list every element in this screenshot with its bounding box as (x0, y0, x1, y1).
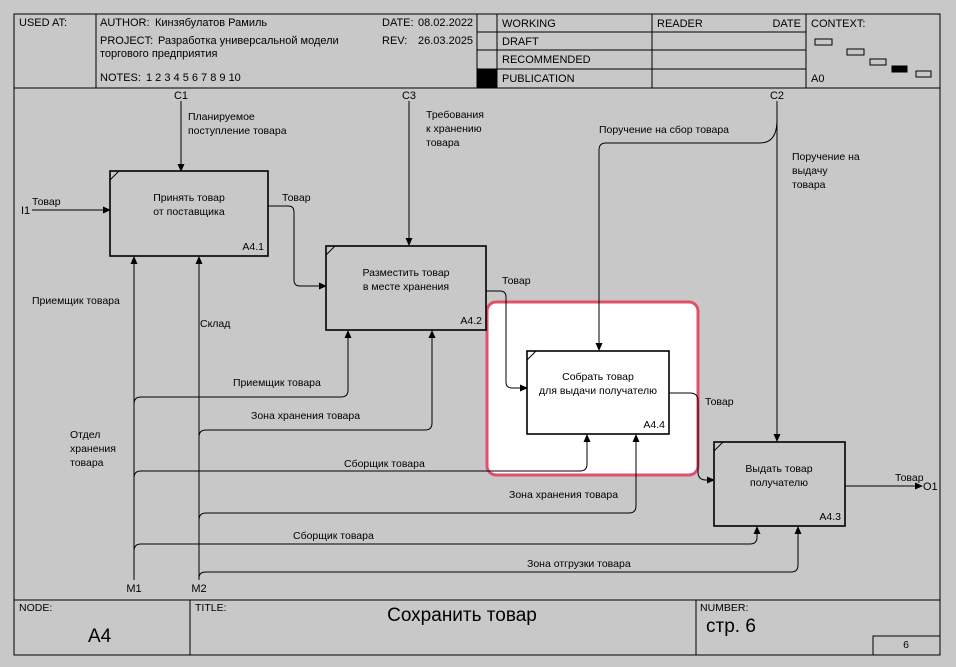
label-m-sborshik2: Сборщик товара (293, 530, 374, 542)
activity-box-a41[interactable]: Принять товар от поставщика A4.1 (109, 170, 269, 257)
node-label: NODE: (19, 602, 52, 614)
reader-date-label: DATE (772, 18, 801, 30)
used-at-label: USED AT: (19, 17, 67, 29)
arrow-m2-a44 (198, 434, 640, 521)
notes-value: 1 2 3 4 5 6 7 8 9 10 (146, 72, 241, 84)
label-c1-line1: Планируемое (188, 111, 255, 123)
project-line2: торгового предприятия (100, 48, 218, 60)
label-c3-line3: товара (426, 137, 460, 149)
box-a41-title-line1: Принять товар (153, 192, 225, 204)
activity-box-a42[interactable]: Разместить товар в месте хранения A4.2 (325, 245, 487, 331)
label-c3-line1: Требования (426, 109, 484, 121)
number-value: стр. 6 (706, 616, 756, 637)
notes-label: NOTES: (100, 72, 141, 84)
tunnel-o1: O1 (923, 481, 938, 493)
label-c2-vyd-line3: товара (792, 179, 826, 191)
label-c3-line2: к хранению (426, 123, 482, 135)
tunnel-c3: C3 (402, 90, 416, 102)
tunnel-m2: M2 (191, 583, 206, 595)
author-label: AUTHOR: (100, 17, 150, 29)
project-line1: Разработка универсальной модели (158, 35, 339, 47)
box-a42-title-line1: Разместить товар (362, 267, 449, 279)
node-value: A4 (88, 626, 112, 647)
label-c2-sbor: Поручение на сбор товара (599, 124, 729, 136)
label-m-zona-hran: Зона хранения товара (251, 410, 360, 422)
status-working: WORKING (502, 18, 556, 30)
publication-marker (477, 69, 497, 88)
label-i1-tovar: Товар (32, 196, 61, 208)
label-a41-tovar: Товар (282, 192, 311, 204)
label-a42-tovar: Товар (502, 275, 531, 287)
rev-label: REV: (382, 35, 407, 47)
tunnel-i1: I1 (21, 205, 30, 217)
arrows (32, 101, 923, 580)
context-thumbnail (814, 38, 932, 78)
label-c2-vyd-line1: Поручение на (792, 151, 860, 163)
label-m-zona-otgr: Зона отгрузки товара (527, 558, 631, 570)
project-label: PROJECT: (100, 35, 153, 47)
status-publication: PUBLICATION (502, 73, 575, 85)
arrow-m1-a43 (133, 526, 761, 552)
arrow-m1-a42 (133, 330, 352, 405)
label-m-sborshik: Сборщик товара (344, 458, 425, 470)
arrow-m2-a42 (198, 330, 436, 438)
arrow-a44-a43 (669, 392, 715, 484)
label-m-otdel-line1: Отдел (70, 429, 100, 441)
label-m-zona-hran2: Зона хранения товара (509, 489, 618, 501)
page-number: 6 (903, 639, 909, 651)
context-node: A0 (811, 73, 824, 85)
title-label: TITLE: (195, 602, 227, 614)
label-m-priemshik-left: Приемщик товара (32, 295, 120, 307)
box-a44-title-line2: для выдачи получателю (539, 385, 657, 397)
label-m-sklad: Склад (200, 318, 230, 330)
label-a44-tovar: Товар (705, 396, 734, 408)
box-a44-id: A4.4 (643, 419, 665, 431)
date-value: 08.02.2022 (418, 17, 473, 29)
arrow-labels: Планируемое поступление товара Требовани… (32, 109, 924, 570)
reader-label: READER (657, 18, 703, 30)
arrow-c2-sbor (595, 119, 778, 351)
activity-box-a44[interactable]: Собрать товар для выдачи получателю A4.4 (526, 350, 670, 435)
arrow-a42-a44 (486, 290, 528, 392)
rev-value: 26.03.2025 (418, 35, 473, 47)
label-m-priemshik: Приемщик товара (233, 377, 321, 389)
box-a44-title-line1: Собрать товар (562, 371, 634, 383)
tunnel-c2: C2 (770, 90, 784, 102)
box-a41-id: A4.1 (242, 241, 264, 253)
tunnel-c1: C1 (174, 90, 188, 102)
label-c1-line2: поступление товара (188, 125, 287, 137)
label-m-otdel-line2: хранения (70, 443, 116, 455)
label-o1-tovar: Товар (895, 472, 924, 484)
date-label: DATE: (382, 17, 414, 29)
number-label: NUMBER: (700, 602, 748, 614)
label-m-otdel-line3: товара (70, 457, 104, 469)
tunnel-labels: C1 C3 C2 I1 O1 M1 M2 (21, 90, 938, 595)
arrow-m2-a43 (198, 526, 802, 579)
footer-block: NODE: A4 TITLE: Сохранить товар NUMBER: … (14, 599, 941, 656)
header-block: USED AT: AUTHOR: Кинзябулатов Рамиль PRO… (14, 14, 940, 89)
box-a43-id: A4.3 (819, 511, 841, 523)
box-a42-title-line2: в месте хранения (363, 281, 449, 293)
status-draft: DRAFT (502, 36, 539, 48)
diagram-title: Сохранить товар (387, 605, 537, 626)
arrow-m1-a44 (133, 434, 591, 479)
arrow-a41-a42 (268, 205, 327, 290)
box-a42-id: A4.2 (460, 315, 482, 327)
label-c2-vyd-line2: выдачу (792, 165, 828, 177)
context-label: CONTEXT: (811, 18, 865, 30)
author-value: Кинзябулатов Рамиль (155, 17, 267, 29)
activity-box-a43[interactable]: Выдать товар получателю A4.3 (713, 441, 846, 527)
box-a43-title-line2: получателю (750, 477, 808, 489)
tunnel-m1: M1 (126, 583, 141, 595)
box-a41-title-line2: от поставщика (153, 206, 225, 218)
box-a43-title-line1: Выдать товар (745, 463, 812, 475)
status-recommended: RECOMMENDED (502, 54, 591, 66)
